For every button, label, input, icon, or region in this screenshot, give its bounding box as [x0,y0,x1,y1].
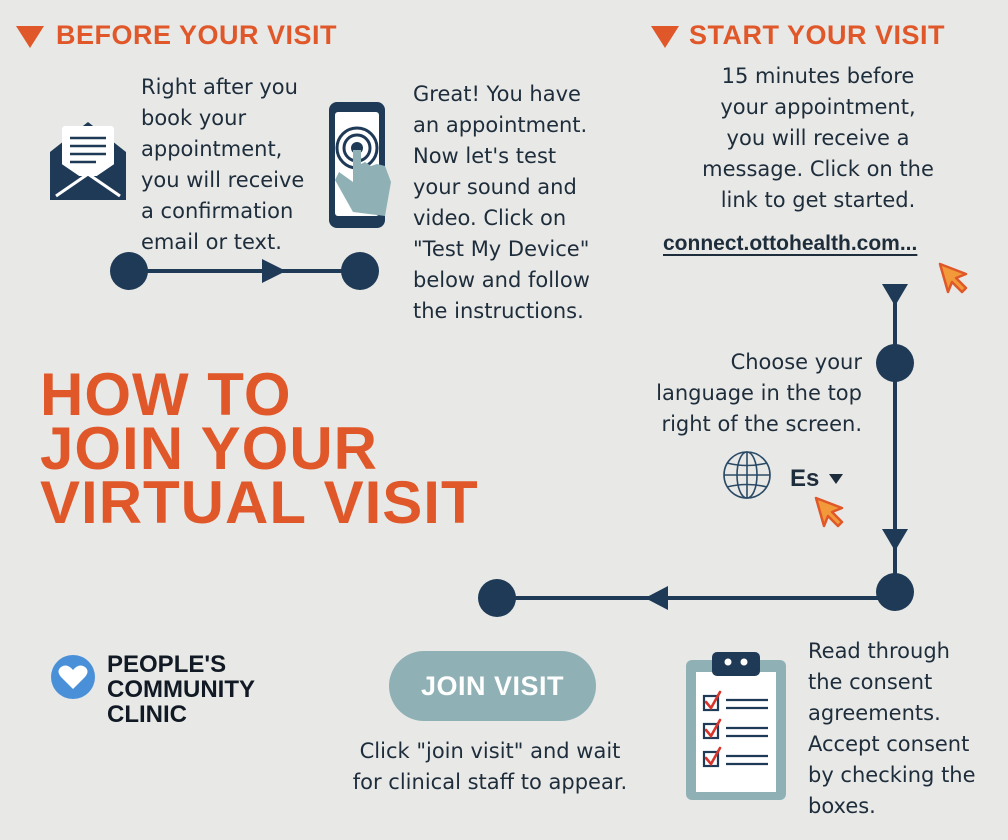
text-line: the instructions. [413,299,584,323]
step-1-text: Right after you book your appointment, y… [141,72,341,258]
logo-line: CLINIC [107,701,187,728]
join-visit-button[interactable]: JOIN VISIT [389,651,596,721]
text-line: your appointment, [720,95,916,119]
step-3-text: 15 minutes before your appointment, you … [688,61,948,216]
text-line: the consent [808,670,933,694]
language-selector[interactable]: Es [790,465,844,493]
logo-line: PEOPLE'S [107,651,227,678]
clinic-logo-text: PEOPLE'S COMMUNITY CLINIC [107,652,255,727]
step-5-text: Read through the consent agreements. Acc… [808,636,1003,822]
step-6-text: Click "join visit" and wait for clinical… [330,736,650,798]
flow-dot [876,573,914,611]
visit-link[interactable]: connect.ottohealth.com... [663,232,918,255]
phone-touch-icon [329,102,391,228]
text-line: appointment, [141,137,283,161]
text-line: an appointment. [413,113,588,137]
text-line: Accept consent [808,732,970,756]
title-line: HOW TO [40,361,292,428]
text-line: language in the top [656,381,862,405]
text-line: book your [141,106,247,130]
text-line: message. Click on the [702,157,934,181]
flow-dot [876,344,914,382]
cursor-icon [814,496,844,528]
heart-icon [51,655,95,699]
flow-dot [478,579,516,617]
text-line: 15 minutes before [721,64,915,88]
envelope-icon [50,122,126,200]
clipboard-checklist-icon [686,652,786,800]
logo-line: COMMUNITY [107,676,255,703]
page-title: HOW TO JOIN YOUR VIRTUAL VISIT [40,361,479,536]
text-line: below and follow [413,268,590,292]
arrow-down-icon [882,284,908,306]
text-line: "Test My Device" [413,237,590,261]
language-code: Es [790,465,820,492]
arrow-down-icon [882,529,908,551]
text-line: Right after you [141,75,298,99]
text-line: you will receive [141,168,305,192]
text-line: you will receive a [726,126,910,150]
cursor-icon [938,262,968,294]
chevron-down-icon [829,474,844,484]
text-line: a confirmation [141,199,294,223]
text-line: boxes. [808,794,876,818]
text-line: email or text. [141,230,282,254]
before-visit-heading: BEFORE YOUR VISIT [56,20,338,50]
text-line: your sound and [413,175,577,199]
text-line: Now let's test [413,144,557,168]
flow-dot [110,252,148,290]
text-line: agreements. [808,701,941,725]
text-line: video. Click on [413,206,567,230]
connector-right [497,300,897,600]
flow-dot [341,252,379,290]
text-line: right of the screen. [661,412,862,436]
start-visit-heading: START YOUR VISIT [689,20,946,50]
arrow-left-icon [645,586,668,610]
text-line: Click "join visit" and wait [359,739,621,763]
text-line: Choose your [730,350,862,374]
title-line: JOIN YOUR [40,415,378,482]
title-line: VIRTUAL VISIT [40,469,479,536]
text-line: by checking the [808,763,976,787]
step-4-text: Choose your language in the top right of… [640,347,862,440]
text-line: Read through [808,639,950,663]
globe-icon [723,451,771,499]
text-line: link to get started. [720,188,916,212]
text-line: for clinical staff to appear. [352,770,628,794]
triangle-down-icon [651,26,679,48]
arrow-right-icon [262,259,286,283]
triangle-down-icon [16,26,44,48]
step-2-text: Great! You have an appointment. Now let'… [413,79,623,327]
text-line: Great! You have [413,82,581,106]
